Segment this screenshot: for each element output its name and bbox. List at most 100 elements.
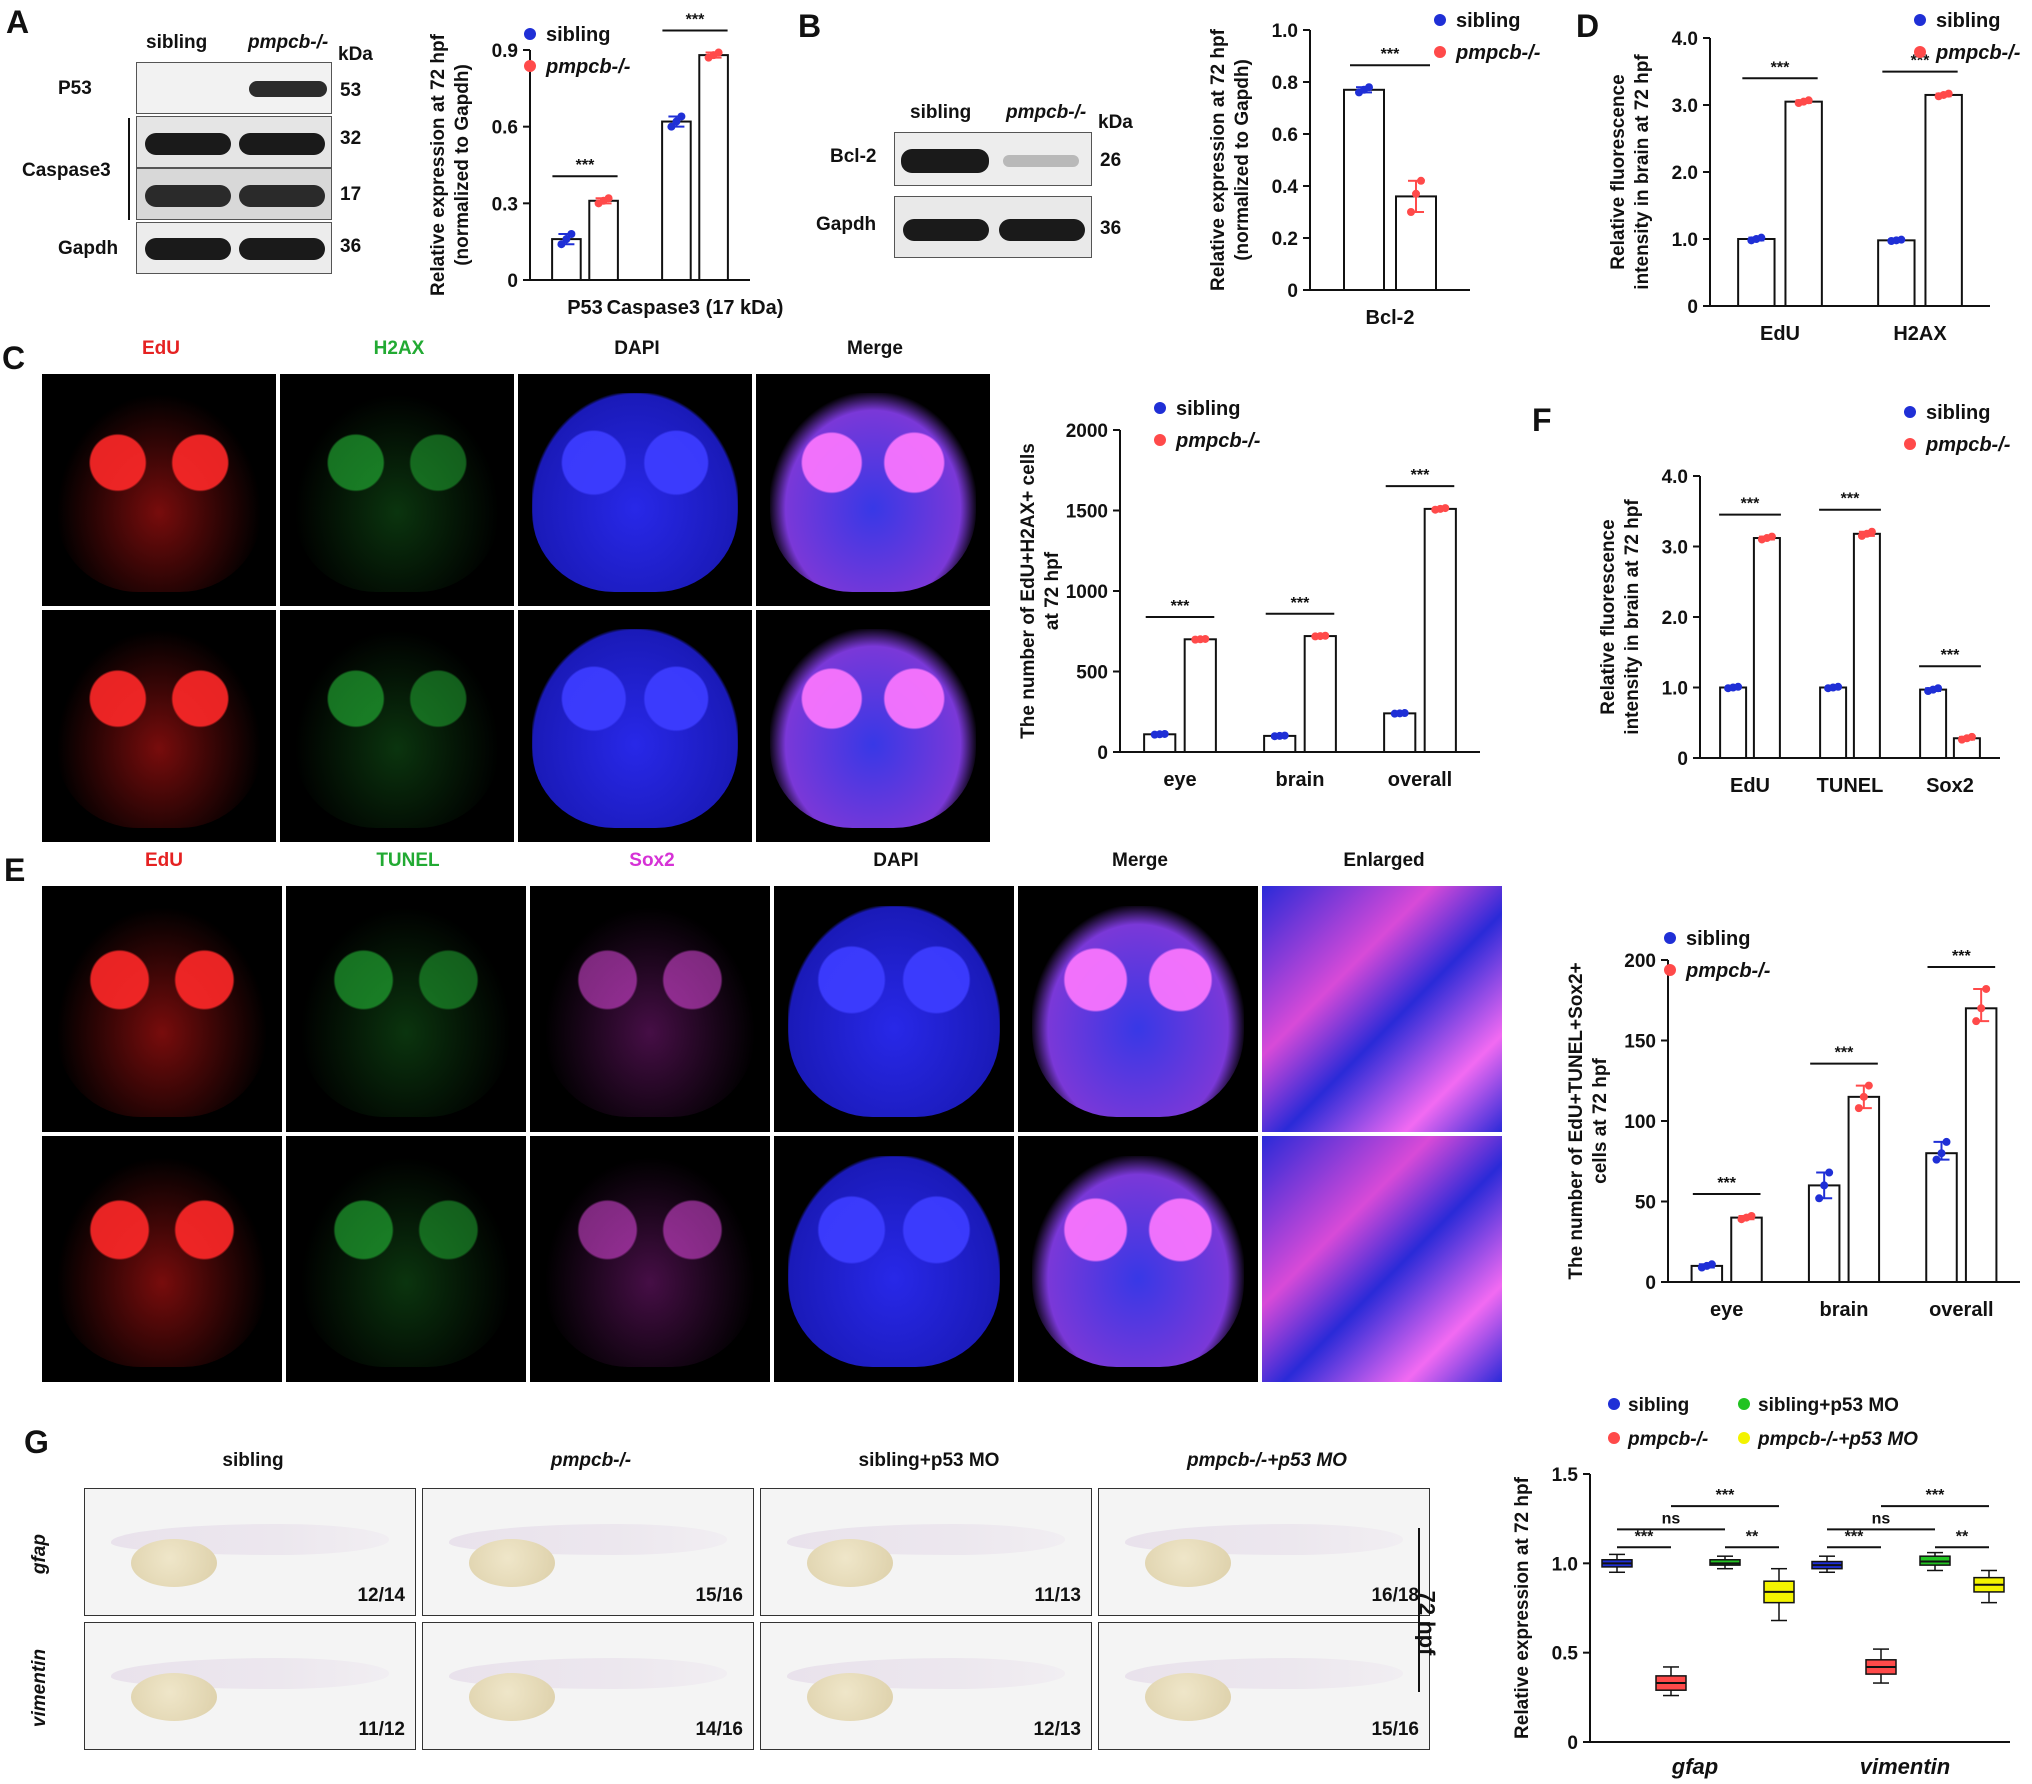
y-tick-label: 3.0 <box>1662 538 1688 559</box>
y-tick-label: 0 <box>1097 743 1108 764</box>
category-label: Sox2 <box>1926 775 1974 797</box>
tissue-section <box>770 392 976 593</box>
bar <box>588 199 619 281</box>
tissue-section <box>788 1155 1000 1368</box>
embryo-ratio: 15/16 <box>695 1585 743 1606</box>
data-point <box>1825 1168 1834 1177</box>
micrograph <box>42 886 282 1132</box>
category-label: overall <box>1388 769 1452 791</box>
bar <box>1807 1184 1841 1283</box>
sig-label: *** <box>1845 1528 1864 1545</box>
column-header: DAPI <box>614 338 660 359</box>
panel-letter-c: C <box>2 340 26 376</box>
tissue-section <box>56 628 262 829</box>
micrograph <box>286 1136 526 1382</box>
y-tick-label: 1.0 <box>1662 679 1688 700</box>
data-point <box>1280 731 1289 740</box>
tissue-section <box>294 392 500 593</box>
y-tick-label: 0 <box>1287 281 1298 302</box>
bar <box>1730 1216 1763 1284</box>
micrograph <box>530 1136 770 1382</box>
data-point <box>1747 1211 1756 1220</box>
embryo-ratio: 12/13 <box>1033 1719 1081 1740</box>
data-point <box>1160 729 1169 738</box>
blot-a-row-label: Gapdh <box>58 238 119 259</box>
data-point <box>1757 233 1766 242</box>
legend-entry: sibling <box>1926 402 1990 424</box>
y-axis-label: Relative expression at 72 hpf <box>1512 1476 1533 1739</box>
legend-marker <box>1914 14 1926 26</box>
row-label: vimentin <box>29 1648 50 1728</box>
legend-marker <box>1904 438 1916 450</box>
tissue-section <box>544 1155 756 1368</box>
blot-a-bracket <box>128 118 130 220</box>
tissue-section <box>544 905 756 1118</box>
panel-letter-g: G <box>24 1424 49 1460</box>
y-tick-label: 1.5 <box>1552 1465 1579 1486</box>
micrograph <box>774 886 1014 1132</box>
tissue-section <box>56 1155 268 1368</box>
legend-marker <box>1434 14 1446 26</box>
legend-entry: pmpcb-/- <box>1175 430 1261 452</box>
data-point <box>1934 684 1943 693</box>
micrograph <box>42 374 276 606</box>
embryo-ratio: 11/13 <box>1034 1585 1082 1606</box>
micrograph <box>530 886 770 1132</box>
embryo-yolk <box>807 1673 893 1722</box>
sig-label: *** <box>1717 1175 1736 1192</box>
embryo-ratio: 16/18 <box>1371 1585 1419 1606</box>
y-tick-label: 2.0 <box>1672 163 1698 184</box>
y-axis-label: intensity in brain at 72 hpf <box>1622 499 1643 735</box>
sig-label: *** <box>1411 467 1430 484</box>
embryo-yolk <box>1145 1673 1231 1722</box>
data-point <box>1859 1092 1868 1101</box>
y-tick-label: 0.3 <box>492 194 518 215</box>
bar <box>1343 88 1385 291</box>
sig-label: *** <box>576 157 595 174</box>
bar <box>1423 507 1457 753</box>
micrograph <box>518 610 752 842</box>
blot-a-caspase32 <box>136 116 332 168</box>
category-label: gfap <box>1671 1754 1718 1779</box>
legend-entry: sibling <box>1456 10 1520 32</box>
embryo-ratio: 11/12 <box>358 1719 406 1740</box>
sig-label: ns <box>1872 1510 1891 1527</box>
category-label: EdU <box>1730 775 1770 797</box>
data-point <box>714 48 723 57</box>
category-label: P53 <box>567 297 603 319</box>
bar <box>661 120 692 281</box>
embryo-image: 15/16 <box>422 1488 754 1616</box>
micrograph <box>1262 1136 1502 1382</box>
y-tick-label: 0.2 <box>1272 229 1298 250</box>
embryo-image: 11/13 <box>760 1488 1092 1616</box>
column-header: Merge <box>847 338 903 359</box>
bar <box>1737 238 1776 307</box>
category-label: overall <box>1929 1299 1993 1321</box>
y-axis-label: Relative fluorescence <box>1608 74 1629 269</box>
y-tick-label: 2000 <box>1066 421 1108 442</box>
column-header: DAPI <box>873 850 919 871</box>
tissue-section <box>56 905 268 1118</box>
tissue-section <box>532 628 738 829</box>
data-point <box>1815 1194 1824 1203</box>
blot-b-kda: 26 <box>1100 150 1122 171</box>
blot-b-header-sibling: sibling <box>910 102 972 123</box>
micrograph <box>756 374 990 606</box>
data-point <box>672 117 681 126</box>
data-point <box>667 122 676 131</box>
blot-a-header-sibling: sibling <box>146 32 208 53</box>
legend-marker <box>1154 402 1166 414</box>
bar <box>551 238 582 282</box>
sig-label: ns <box>1662 1510 1681 1527</box>
category-label: Bcl-2 <box>1366 307 1415 329</box>
embryo-image: 14/16 <box>422 1622 754 1750</box>
tissue-section <box>532 392 738 593</box>
sig-label: *** <box>1911 53 1930 70</box>
category-label: H2AX <box>1893 323 1947 345</box>
column-header: pmpcb-/-+p53 MO <box>1187 1450 1347 1471</box>
category-label: TUNEL <box>1817 775 1884 797</box>
legend-marker <box>1738 1398 1750 1410</box>
